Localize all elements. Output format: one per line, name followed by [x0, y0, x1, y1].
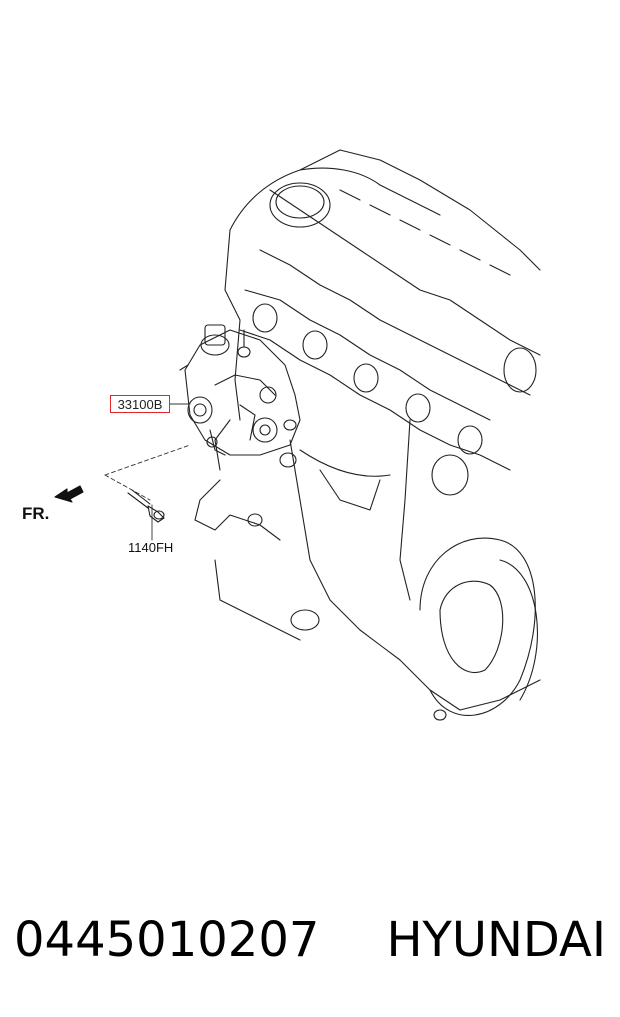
part-number: 0445010207: [14, 912, 320, 968]
engine-diagram: [54, 149, 541, 721]
oil-cap: [269, 182, 331, 228]
front-direction-label: FR.: [22, 504, 50, 523]
bolt-callout-label: 1140FH: [128, 540, 174, 555]
caption-bar: 0445010207 HYUNDAI: [0, 905, 620, 975]
front-direction-arrow-icon: [54, 485, 84, 503]
bolt-icon: [127, 489, 165, 523]
brand-name: HYUNDAI: [386, 912, 606, 968]
leader-lines: [104, 403, 191, 541]
engine-block: [194, 149, 541, 721]
fuel-pump: [179, 324, 301, 456]
intake-ports: [252, 303, 537, 455]
part-callout-label: 33100B: [110, 395, 170, 413]
